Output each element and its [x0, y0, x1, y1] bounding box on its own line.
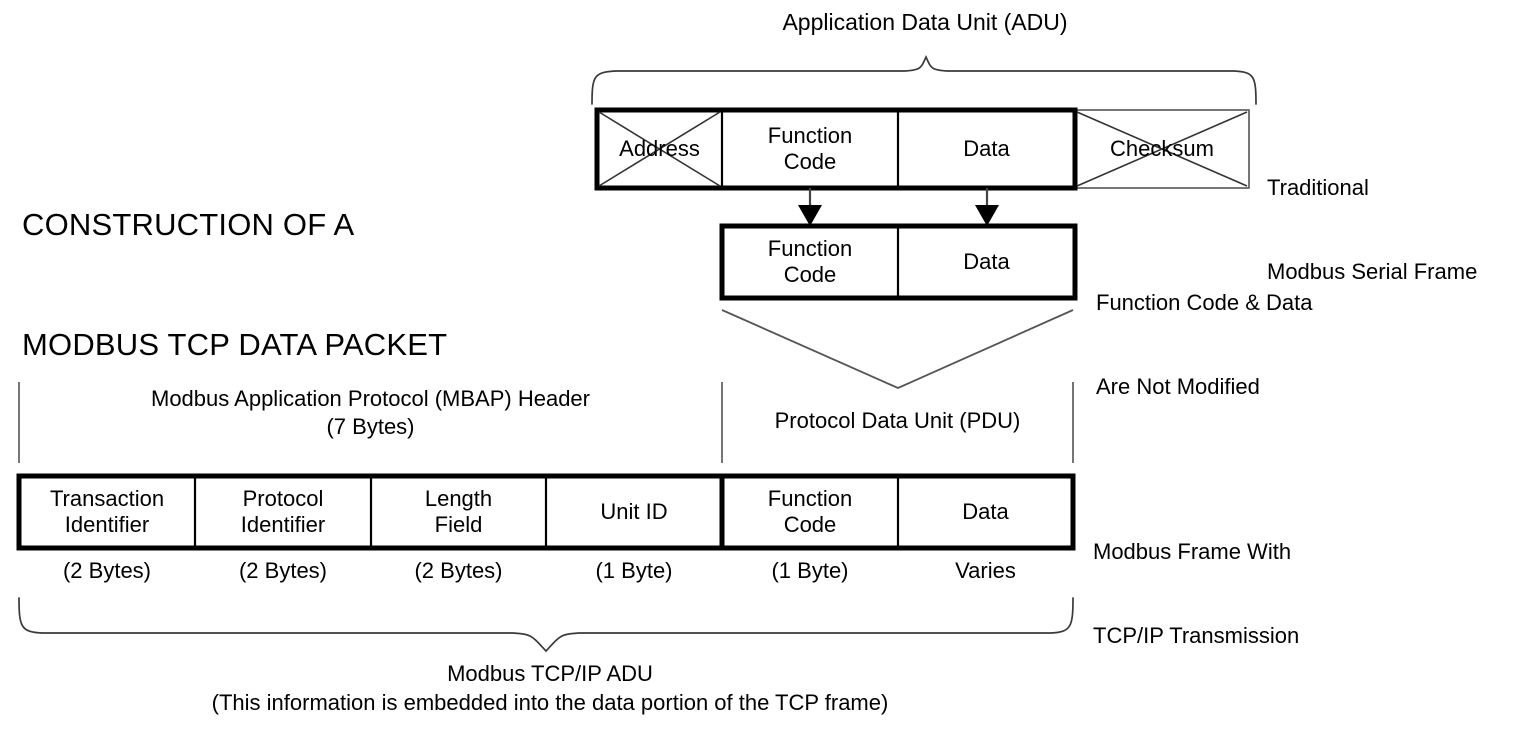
serial-field-address-label: Address [619, 136, 700, 162]
tcp-size-unit-id-text: (1 Byte) [595, 558, 673, 583]
serial-field-function-code: Function Code [722, 110, 898, 188]
serial-field-checksum-label: Checksum [1110, 136, 1214, 162]
pdu-funnel-connector [721, 309, 1074, 389]
page-title-line2: MODBUS TCP DATA PACKET [22, 327, 448, 363]
checksum-crossout-icon [1076, 111, 1248, 187]
tcp-size-protocol-identifier-text: (2 Bytes) [238, 558, 328, 583]
tcp-field-protocol-identifier: Protocol Identifier [195, 476, 371, 548]
pdu-group-caption-text: Protocol Data Unit (PDU) [774, 408, 1021, 433]
tcp-field-function-code: Function Code [722, 476, 898, 548]
tcp-size-function-code: (1 Byte) [722, 558, 898, 584]
tcp-size-length-field: (2 Bytes) [371, 558, 546, 584]
adu-brace [591, 54, 1257, 105]
tcp-size-transaction-identifier-text: (2 Bytes) [62, 558, 152, 583]
tcp-adu-bracket-caption-line2: (This information is embedded into the d… [211, 689, 889, 715]
serial-frame-side-label: Traditional Modbus Serial Frame [1267, 118, 1536, 342]
pdu-field-data-label: Data [963, 249, 1010, 275]
serial-frame-side-label-line1: Traditional [1267, 174, 1369, 200]
tcp-field-unit-id: Unit ID [546, 476, 722, 548]
tcp-adu-bracket-caption: Modbus TCP/IP ADU (This information is e… [0, 660, 1100, 717]
tcp-field-data: Data [898, 476, 1073, 548]
adu-bracket-label: Application Data Unit (ADU) [590, 8, 1260, 37]
tcp-size-data-text: Varies [955, 558, 1016, 583]
page-title: CONSTRUCTION OF A MODBUS TCP DATA PACKET [22, 124, 582, 446]
serial-frame-boxes [594, 107, 1250, 191]
tcp-frame-table [16, 473, 1076, 551]
mbap-header-caption-line1: Modbus Application Protocol (MBAP) Heade… [151, 386, 590, 411]
tcp-field-length-field: Length Field [371, 476, 546, 548]
serial-field-data: Data [898, 110, 1075, 188]
pdu-box-side-label-line1: Function Code & Data [1096, 289, 1313, 315]
address-crossout-icon [598, 111, 721, 187]
tcp-frame-side-label-line1: Modbus Frame With [1093, 538, 1292, 564]
tcp-field-protocol-identifier-label: Protocol Identifier [240, 486, 326, 537]
tcp-size-protocol-identifier: (2 Bytes) [195, 558, 371, 584]
tcp-size-length-field-text: (2 Bytes) [414, 558, 503, 583]
page-title-line1: CONSTRUCTION OF A [22, 206, 355, 242]
function-code-transfer-arrow [798, 188, 822, 226]
pdu-field-data: Data [898, 226, 1075, 298]
data-transfer-arrow [975, 188, 999, 226]
mbap-header-caption: Modbus Application Protocol (MBAP) Heade… [19, 385, 722, 441]
tcp-size-unit-id: (1 Byte) [546, 558, 722, 584]
tcp-adu-brace [18, 597, 1074, 653]
serial-frame-side-label-line2: Modbus Serial Frame [1267, 258, 1478, 284]
tcp-field-data-label: Data [962, 499, 1009, 525]
tcp-size-transaction-identifier: (2 Bytes) [19, 558, 195, 584]
adu-bracket-label-text: Application Data Unit (ADU) [782, 9, 1068, 35]
pdu-field-function-code: Function Code [722, 226, 898, 298]
tcp-field-transaction-identifier: Transaction Identifier [19, 476, 195, 548]
mbap-header-caption-line2: (7 Bytes) [326, 413, 415, 439]
tcp-frame-side-label: Modbus Frame With TCP/IP Transmission [1093, 482, 1493, 706]
serial-field-address: Address [597, 110, 722, 188]
tcp-field-unit-id-label: Unit ID [600, 499, 668, 525]
tcp-size-data: Varies [898, 558, 1073, 584]
tcp-size-function-code-text: (1 Byte) [771, 558, 849, 583]
pdu-field-function-code-label: Function Code [767, 236, 853, 287]
pdu-boxes [719, 223, 1078, 301]
serial-field-checksum: Checksum [1075, 110, 1249, 188]
pdu-box-side-label: Function Code & Data Are Not Modified [1096, 233, 1496, 457]
tcp-field-transaction-identifier-label: Transaction Identifier [49, 486, 165, 537]
pdu-box-side-label-line2: Are Not Modified [1096, 373, 1260, 399]
serial-field-function-code-label: Function Code [767, 123, 853, 174]
tcp-field-function-code-label: Function Code [767, 486, 853, 537]
serial-field-data-label: Data [963, 136, 1010, 162]
pdu-group-caption: Protocol Data Unit (PDU) [722, 407, 1073, 435]
tcp-frame-side-label-line2: TCP/IP Transmission [1093, 622, 1300, 648]
tcp-field-length-field-label: Length Field [424, 486, 493, 537]
tcp-adu-bracket-caption-line1: Modbus TCP/IP ADU [447, 661, 653, 686]
